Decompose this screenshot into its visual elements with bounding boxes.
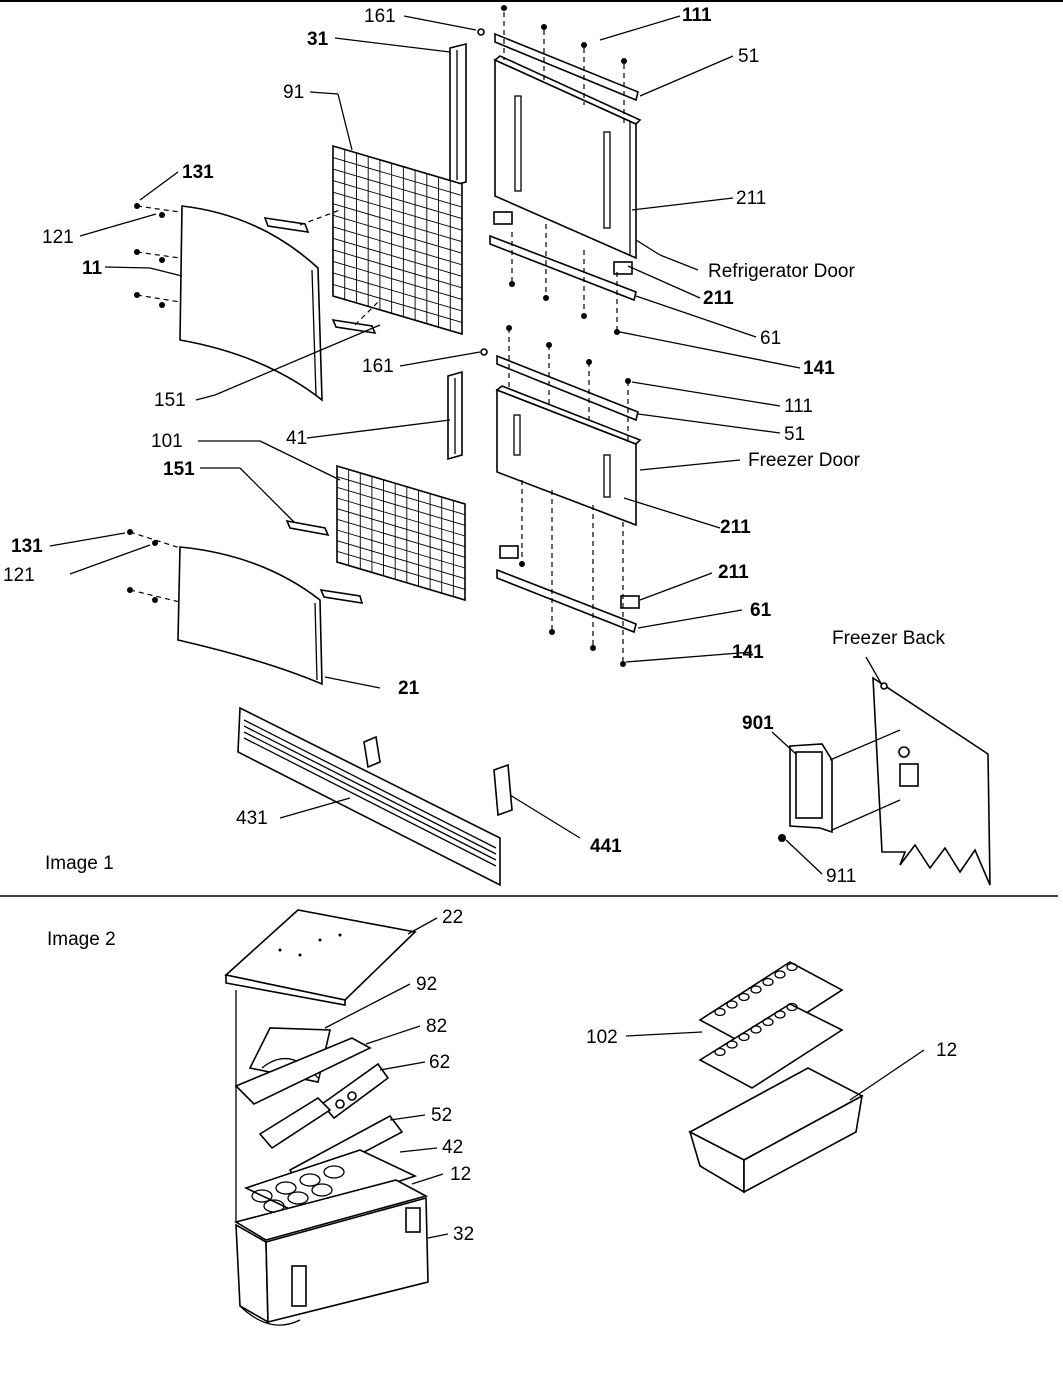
freezer-back-part (872, 676, 991, 886)
callout-12: 12 (450, 1164, 472, 1185)
callout-freezer-back: Freezer Back (832, 628, 945, 649)
callout-61: 61 (760, 328, 782, 349)
bin-32-part (235, 1196, 429, 1326)
callout-41: 41 (286, 428, 308, 449)
callout-151: 151 (163, 459, 195, 480)
callout-12: 12 (936, 1040, 958, 1061)
callout-32: 32 (453, 1224, 475, 1245)
callout-22: 22 (442, 907, 464, 928)
callout-121: 121 (42, 227, 74, 248)
holder-62-part (320, 1062, 390, 1120)
freezer-door-part (480, 325, 642, 667)
module-901-part (789, 743, 833, 834)
ice-tray-102-part (698, 961, 844, 1089)
clip-441a (363, 735, 381, 769)
callout-901: 901 (742, 713, 774, 734)
callout-131: 131 (182, 162, 214, 183)
callout-211: 211 (703, 288, 734, 309)
callout-42: 42 (442, 1137, 464, 1158)
callout-62: 62 (429, 1052, 451, 1073)
door-panel-21-part (177, 546, 323, 686)
egg-cups (251, 1165, 345, 1213)
callout-911: 911 (826, 866, 857, 887)
callout-211: 211 (736, 188, 767, 209)
screws-upper-left (134, 203, 181, 308)
liner-91-part (332, 144, 463, 336)
section-label-image1: Image 1 (45, 853, 114, 874)
callout-freezer-door: Freezer Door (748, 450, 860, 471)
rail-82-part (234, 1037, 372, 1105)
clip-441b (493, 763, 513, 817)
callout-82: 82 (426, 1016, 448, 1037)
callout-51: 51 (784, 424, 806, 445)
callout-11: 11 (82, 258, 103, 279)
callout-151: 151 (154, 390, 186, 411)
callout-161: 161 (364, 6, 396, 27)
leader-lines (49, 15, 925, 1239)
gasket-31-part (449, 42, 467, 188)
callout-141: 141 (803, 358, 835, 379)
liner-101-part (336, 464, 466, 602)
callout-51: 51 (738, 46, 760, 67)
callout-61: 61 (750, 600, 772, 621)
callout-91: 91 (283, 82, 305, 103)
callout-refrigerator-door: Refrigerator Door (708, 261, 855, 282)
callout-441: 441 (590, 836, 622, 857)
bin-12-part (233, 1179, 429, 1241)
door-panel-11-part (179, 205, 323, 402)
callout-141: 141 (732, 642, 764, 663)
section-label-image2: Image 2 (47, 929, 116, 950)
ice-bin-12-part (688, 1067, 864, 1194)
callout-92: 92 (416, 974, 438, 995)
kickplate-431-part (237, 706, 501, 887)
shelf-22-part (224, 909, 417, 1006)
callout-102: 102 (586, 1027, 618, 1048)
callout-131: 131 (11, 536, 43, 557)
callout-21: 21 (398, 678, 420, 699)
callout-31: 31 (307, 29, 329, 50)
callout-101: 101 (151, 431, 183, 452)
refrigerator-door-part (477, 5, 642, 335)
callout-431: 431 (236, 808, 268, 829)
callout-52: 52 (431, 1105, 453, 1126)
callout-211: 211 (718, 562, 749, 583)
callout-111: 111 (784, 396, 813, 417)
gasket-41-part (447, 370, 463, 461)
callout-161: 161 (362, 356, 394, 377)
callout-211: 211 (720, 517, 751, 538)
callout-121: 121 (3, 565, 35, 586)
callout-111: 111 (682, 5, 712, 26)
